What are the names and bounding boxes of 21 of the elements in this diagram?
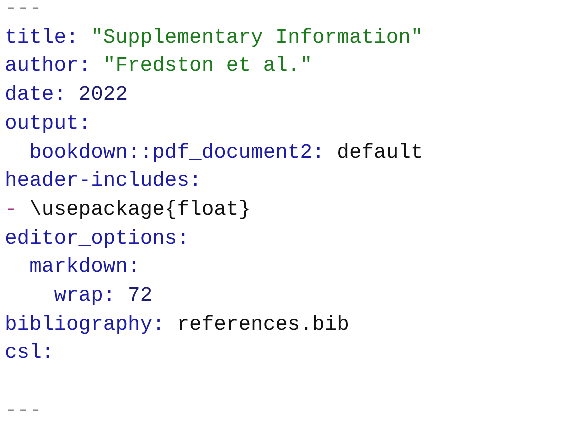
yaml-key: title: <box>5 24 79 53</box>
yaml-string: "Fredston et al." <box>103 54 313 80</box>
yaml-separator: --- <box>5 0 42 23</box>
yaml-number: 2022 <box>78 83 128 110</box>
yaml-string: "Supplementary Information" <box>91 26 424 52</box>
yaml-key: date: <box>5 82 67 110</box>
yaml-number: 72 <box>128 284 153 310</box>
list-marker: - <box>5 198 18 224</box>
yaml-key: header-includes: <box>5 168 202 196</box>
yaml-key: bookdown::pdf_document2: <box>30 140 325 168</box>
yaml-key: markdown: <box>30 254 140 282</box>
yaml-key: wrap: <box>54 283 116 311</box>
yaml-key: editor_options: <box>5 226 190 254</box>
yaml-separator: --- <box>5 398 42 425</box>
yaml-key: author: <box>5 53 92 82</box>
yaml-key: output: <box>5 110 92 139</box>
yaml-key: bibliography: <box>5 312 165 340</box>
yaml-value: default <box>337 140 424 166</box>
yaml-value: \usepackage{float} <box>30 198 252 224</box>
yaml-key: csl: <box>5 340 54 368</box>
yaml-value: references.bib <box>177 312 350 339</box>
